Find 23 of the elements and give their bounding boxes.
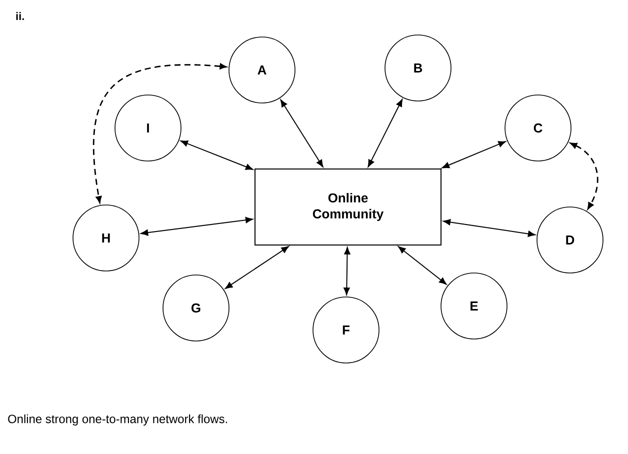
circle-node: C <box>504 94 572 162</box>
arrow <box>442 141 506 168</box>
circle-node: G <box>162 274 230 342</box>
dashed-arrow <box>92 63 227 204</box>
arrow <box>224 246 289 289</box>
arrow <box>180 140 254 170</box>
arrow <box>140 216 254 236</box>
arrow <box>368 99 403 168</box>
arrow <box>344 246 350 296</box>
arrow <box>442 219 536 237</box>
arrow <box>398 246 447 285</box>
circle-node: A <box>228 36 296 104</box>
arrow <box>280 99 324 168</box>
dashed-arrow <box>570 142 598 210</box>
circle-node: D <box>536 206 604 274</box>
caption: Online strong one-to-many network flows. <box>8 414 227 426</box>
circle-node: I <box>114 94 182 162</box>
circle-node: B <box>384 34 452 102</box>
process-box: Online Community <box>254 168 442 246</box>
panel-label: ii. <box>16 12 24 20</box>
circle-node: H <box>72 204 140 272</box>
circle-node: F <box>312 296 380 364</box>
circle-node: E <box>440 272 508 340</box>
